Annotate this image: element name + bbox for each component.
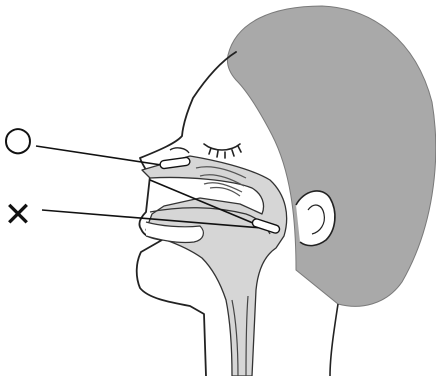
incorrect-marker: ✕	[4, 195, 33, 235]
closed-eye	[204, 144, 241, 158]
nasal-cavity	[142, 156, 287, 376]
ear	[296, 191, 335, 246]
nostril	[170, 148, 189, 153]
correct-marker: ○	[3, 119, 33, 159]
swab-upward	[36, 146, 190, 169]
neck-outline	[330, 304, 338, 376]
